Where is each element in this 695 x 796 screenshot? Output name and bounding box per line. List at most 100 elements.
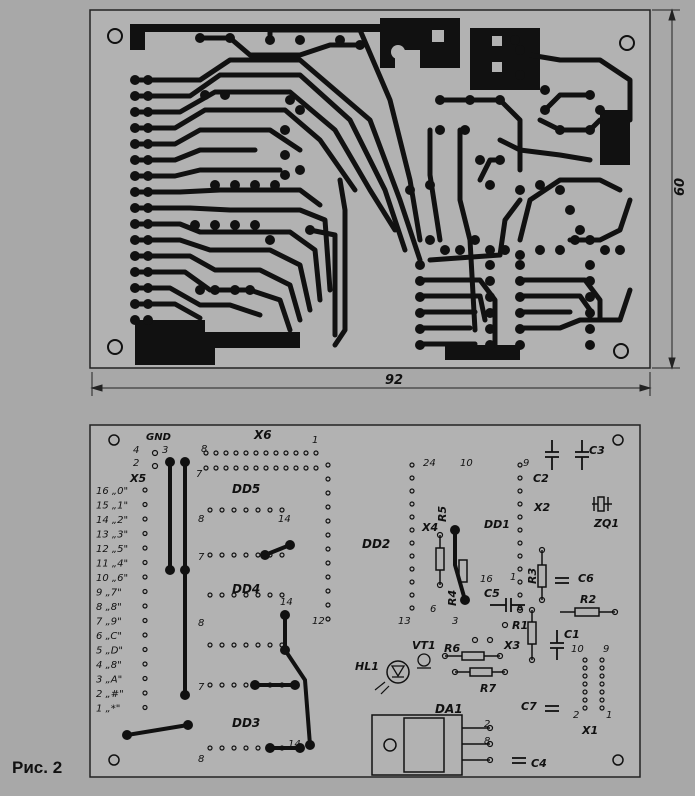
- pad: [263, 465, 269, 471]
- pad: [142, 603, 148, 609]
- pad: [515, 292, 525, 302]
- pad: [435, 125, 445, 135]
- pad: [517, 462, 523, 468]
- x5-pin-label: 15 „1": [96, 501, 128, 512]
- pad: [515, 308, 525, 318]
- pin-number: 14: [280, 597, 293, 608]
- label-r1: R1: [512, 619, 528, 632]
- pad: [415, 276, 425, 286]
- label-da1: DA1: [435, 702, 463, 716]
- pad: [540, 105, 550, 115]
- label-dd1: DD1: [484, 518, 510, 531]
- pad-hole: [492, 62, 502, 72]
- pin-number: 1: [312, 435, 318, 446]
- pad: [517, 527, 523, 533]
- x5-pin-label: 2 „#": [96, 689, 124, 700]
- x5-pin-label: 5 „D": [96, 646, 123, 657]
- label-r6: R6: [444, 642, 460, 655]
- pad: [409, 475, 415, 481]
- pad: [325, 490, 331, 496]
- pad: [515, 276, 525, 286]
- label-c7: C7: [521, 700, 537, 713]
- pad: [303, 450, 309, 456]
- pad: [409, 488, 415, 494]
- x5-pin-label: 6 „C": [96, 631, 122, 642]
- pin-number: 14: [288, 739, 301, 750]
- pad: [415, 340, 425, 350]
- pin-number: 6: [430, 604, 436, 615]
- label-vt1: VT1: [412, 639, 436, 652]
- pad: [130, 171, 140, 181]
- pad: [143, 139, 153, 149]
- pad: [130, 299, 140, 309]
- mount-hole: [108, 754, 120, 766]
- pad: [143, 203, 153, 213]
- pin-number: 8: [484, 736, 490, 747]
- pad: [500, 245, 510, 255]
- pad: [515, 185, 525, 195]
- pad: [200, 90, 210, 100]
- pad: [165, 457, 175, 467]
- pad: [265, 35, 275, 45]
- pad: [143, 219, 153, 229]
- pad: [585, 340, 595, 350]
- pin-number: 24: [423, 458, 436, 469]
- pad: [130, 203, 140, 213]
- pin-number: 10: [460, 458, 473, 469]
- pad: [142, 661, 148, 667]
- pad: [207, 682, 213, 688]
- pad: [325, 504, 331, 510]
- pad: [230, 285, 240, 295]
- pad: [415, 308, 425, 318]
- pad: [280, 645, 290, 655]
- pad: [325, 518, 331, 524]
- label-c2: C2: [533, 472, 549, 485]
- pad: [409, 605, 415, 611]
- pad: [517, 488, 523, 494]
- pad: [255, 507, 261, 513]
- x5-pin-label: 16 „0": [96, 486, 128, 497]
- pad: [279, 552, 285, 558]
- pad: [585, 324, 595, 334]
- pad: [143, 251, 153, 261]
- pad: [595, 105, 605, 115]
- pad: [440, 245, 450, 255]
- pad: [599, 705, 605, 711]
- pin-number: 8: [201, 444, 207, 455]
- label-x2: X2: [533, 501, 550, 514]
- pad: [355, 40, 365, 50]
- pad: [143, 123, 153, 133]
- pad: [325, 462, 331, 468]
- component-holes: [122, 449, 619, 764]
- pad: [279, 682, 285, 688]
- capacitor-symbols: [490, 440, 589, 764]
- x5-pin-label: 14 „2": [96, 515, 128, 526]
- mount-hole: [107, 28, 123, 44]
- pin-number: 1: [606, 710, 612, 721]
- pad: [475, 155, 485, 165]
- pad: [122, 730, 132, 740]
- pad: [255, 745, 261, 751]
- pad: [305, 740, 315, 750]
- pad: [501, 621, 509, 629]
- pad: [325, 546, 331, 552]
- pad: [130, 155, 140, 165]
- pad: [535, 245, 545, 255]
- pad: [273, 450, 279, 456]
- pad: [267, 642, 273, 648]
- pad: [565, 205, 575, 215]
- pad: [325, 574, 331, 580]
- pin-number: 3: [452, 616, 458, 627]
- pad: [485, 324, 495, 334]
- pin-number: 9: [603, 644, 609, 655]
- x5-pin-label: 13 „3": [96, 530, 128, 541]
- label-zq1: ZQ1: [593, 517, 619, 530]
- pad: [130, 139, 140, 149]
- pad: [485, 308, 495, 318]
- ground-plane: [470, 28, 540, 90]
- pad: [599, 689, 605, 695]
- pad: [130, 187, 140, 197]
- pad-hole: [492, 36, 502, 46]
- pad: [231, 592, 237, 598]
